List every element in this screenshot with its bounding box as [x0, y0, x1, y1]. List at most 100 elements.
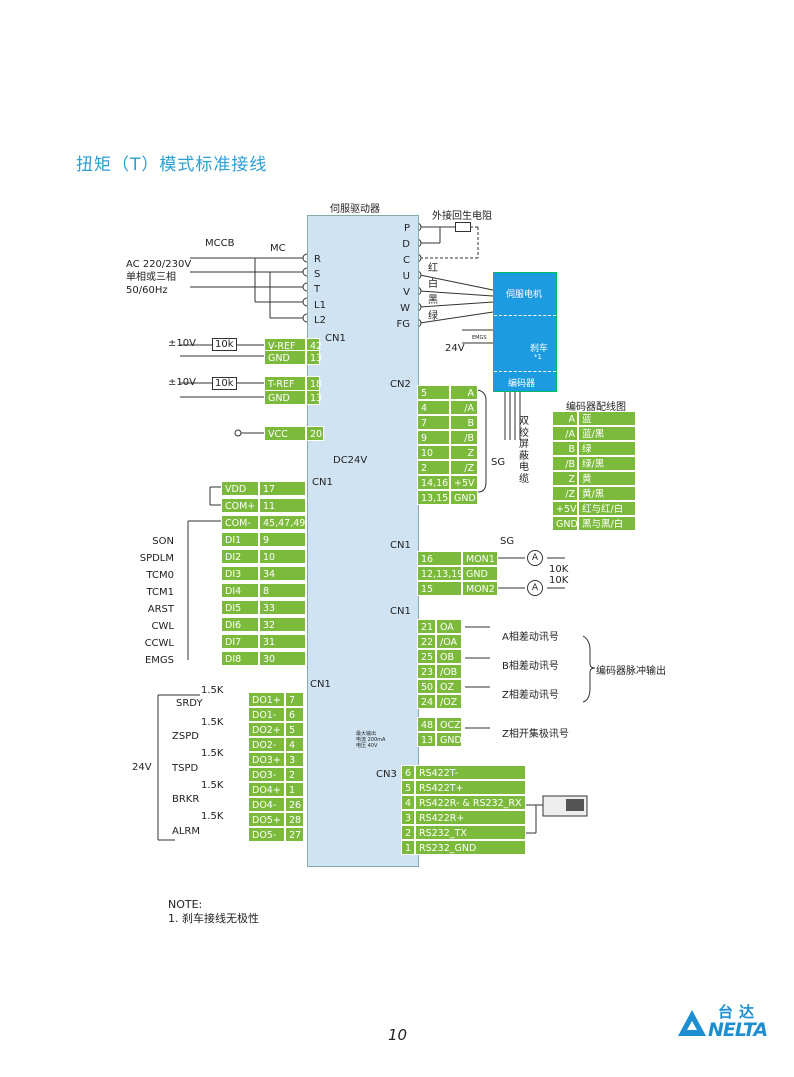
enc-table-title: 编码器配线图: [566, 402, 626, 413]
di-pin: 11: [259, 498, 306, 513]
ac-supply-label: AC 220/230V 单相或三相 50/60Hz: [126, 258, 191, 297]
brake-label: 刹车: [530, 344, 549, 354]
di-pin: 30: [259, 651, 306, 666]
do-pin: 2: [285, 767, 304, 782]
cn3-pin: 6: [401, 765, 415, 780]
do-pin: 4: [285, 737, 304, 752]
page-number: 10: [388, 1026, 408, 1044]
di-signal: EMGS: [144, 655, 174, 666]
pin-s: S: [314, 269, 321, 281]
cn2-pin: 7: [417, 415, 450, 430]
di-sig: VDD: [221, 481, 259, 496]
pin-c: C: [403, 255, 410, 266]
mon-res-1: 10K: [549, 564, 569, 575]
enc-color: 绿: [578, 441, 636, 456]
ocz-sig: OCZ: [436, 717, 462, 732]
pin-u: U: [402, 271, 410, 282]
do-pin: 7: [285, 692, 304, 707]
do-sig: DO3+: [248, 752, 285, 767]
emgs-small: EMGS: [472, 335, 487, 341]
pulse-sig: OZ: [436, 679, 462, 694]
tw-char: 缆: [519, 473, 529, 485]
di-sig: DI5: [221, 600, 259, 615]
ocz-pin: 13: [417, 732, 436, 747]
cn2-sig: /A: [450, 400, 478, 415]
cn3-pin: 4: [401, 795, 415, 810]
vref-gnd-pin: 13: [306, 350, 322, 365]
ac-line-2: 单相或三相: [126, 272, 176, 283]
enc-sig: GND: [552, 516, 578, 531]
note-title: NOTE:: [168, 898, 203, 911]
encoder-label: 编码器: [508, 379, 536, 389]
ammeter-icon: A: [527, 550, 543, 566]
di-signal: TCM1: [146, 587, 175, 598]
twisted-cable-label: 双 绞 屏 蔽 电 缆: [519, 416, 529, 485]
cn1-pulse-label: CN1: [390, 606, 411, 617]
cn3-sig: RS422T-: [415, 765, 526, 780]
servo-drive-box: [307, 215, 419, 867]
servo-motor: 伺服电机 刹车 *1 编码器: [493, 272, 557, 392]
pulse-group-label: 编码器脉冲输出: [596, 666, 666, 677]
ocz-note: 最大输出 电流 200mA 电压 40V: [356, 731, 385, 749]
do-res-2: 1.5K: [201, 717, 224, 728]
cn3-pin: 2: [401, 825, 415, 840]
cn3-pin: 1: [401, 840, 415, 855]
enc-sig: +5V: [552, 501, 578, 516]
di-pin: 8: [259, 583, 306, 598]
ac-line-1: AC 220/230V: [126, 259, 192, 270]
tw-char: 电: [519, 462, 529, 473]
di-pin: 9: [259, 532, 306, 547]
di-sig: DI2: [221, 549, 259, 564]
ocz-pin: 48: [417, 717, 436, 732]
power-pins: R S T L1 L2: [314, 252, 326, 328]
cn2-sig: B: [450, 415, 478, 430]
page-title: 扭矩（T）模式标准接线: [76, 155, 268, 175]
di-pin: 34: [259, 566, 306, 581]
enc-sig: /B: [552, 456, 578, 471]
wire-green: 绿: [428, 311, 438, 322]
do-res-5: 1.5K: [201, 811, 224, 822]
pulse-sig: /OZ: [436, 694, 462, 709]
mccb-label: MCCB: [205, 238, 235, 249]
pin-w: W: [400, 303, 410, 314]
di-signal: TCM0: [146, 570, 175, 581]
pin-l1: L1: [314, 299, 326, 311]
cn1-top: CN1: [325, 333, 346, 344]
di-sig: COM-: [221, 515, 259, 530]
enc-sig: /A: [552, 426, 578, 441]
enc-color: 蓝: [578, 411, 636, 426]
do-pin: 28: [285, 812, 304, 827]
pulse-pin: 50: [417, 679, 436, 694]
wire-white: 白: [428, 279, 438, 290]
ocz-label: Z相开集极讯号: [502, 729, 569, 740]
do-sig: DO5-: [248, 827, 285, 842]
cn2-sig: /Z: [450, 460, 478, 475]
vcc-pin: 20: [306, 426, 324, 441]
vref-gnd-cell: GND: [264, 350, 306, 365]
di-signal: CWL: [151, 621, 174, 632]
tref-gnd-cell: GND: [264, 390, 306, 405]
enc-color: 绿/黑: [578, 456, 636, 471]
pulse-sig: OB: [436, 649, 462, 664]
tw-char: 绞: [519, 427, 529, 439]
di-sig: DI4: [221, 583, 259, 598]
pulse-pin: 21: [417, 619, 436, 634]
do-pin: 3: [285, 752, 304, 767]
do-pin: 26: [285, 797, 304, 812]
di-sig: DI1: [221, 532, 259, 547]
ac-line-3: 50/60Hz: [126, 285, 168, 296]
do-pin: 6: [285, 707, 304, 722]
cn3-sig: RS232_TX: [415, 825, 526, 840]
cn2-sig: /B: [450, 430, 478, 445]
analog2-res: 10k: [212, 377, 237, 390]
wire-red: 红: [428, 263, 438, 274]
ocz-note-line: 电压 40V: [356, 743, 378, 749]
cn2-pin: 10: [417, 445, 450, 460]
analog1-supply: ±10V: [168, 338, 196, 349]
pin-v: V: [403, 287, 410, 298]
pulse-pin: 22: [417, 634, 436, 649]
pulse-pin: 24: [417, 694, 436, 709]
brake-note: *1: [534, 353, 542, 361]
tw-char: 双: [519, 416, 529, 427]
